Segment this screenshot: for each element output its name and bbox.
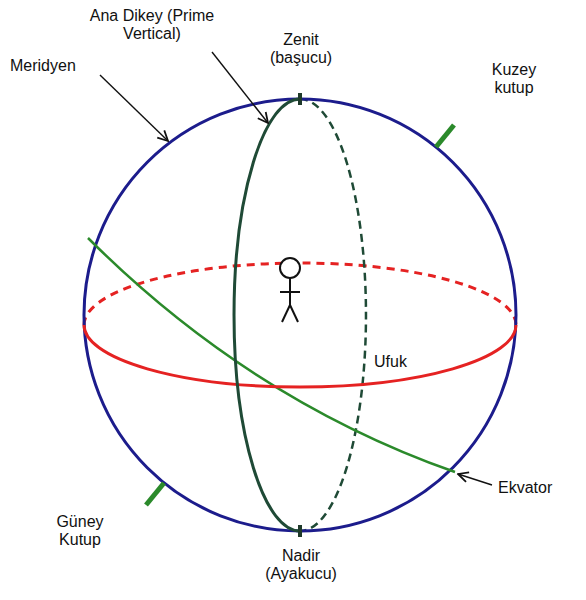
horizon-front (84, 325, 516, 387)
plane-label: Ufuk (372, 352, 409, 372)
plane-label: Ana Dikey (Prime Vertical) (86, 6, 218, 43)
leader-arrow (212, 52, 268, 123)
prime-vertical-front (234, 99, 300, 531)
point-label: Zenit (başucu) (261, 30, 341, 67)
observer-figure (280, 258, 300, 322)
pole-label: Güney Kutup (46, 512, 114, 549)
leader-arrow (458, 474, 492, 485)
prime-vertical-back (300, 99, 366, 531)
leader-arrow (100, 75, 168, 141)
circle-label: Meridyen (8, 56, 78, 76)
zenith-mark (298, 93, 302, 105)
south-pole-mark (146, 483, 164, 505)
pole-label: Kuzey kutup (480, 60, 548, 97)
point-label: Nadir (Ayakucu) (256, 546, 346, 583)
north-pole-mark (436, 125, 454, 147)
meridian-circle (84, 99, 516, 531)
circle-label: Ekvator (496, 478, 554, 498)
equator-line (88, 238, 455, 472)
nadir-mark (298, 525, 302, 537)
